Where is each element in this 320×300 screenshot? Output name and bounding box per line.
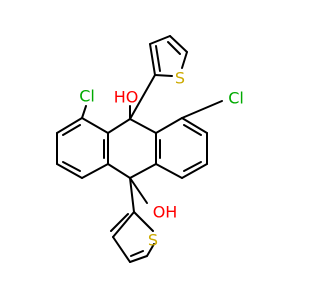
bond-c4-c4a <box>81 163 109 179</box>
chlorine-label-left: Cl <box>79 87 95 106</box>
bond-c8a-c8 <box>155 117 183 134</box>
bond-c9-c9a <box>107 118 131 134</box>
bond-c1-c2 <box>56 117 83 134</box>
bond-top-thio-3 <box>169 35 188 53</box>
bond-bot-thio-5 <box>133 211 154 232</box>
bond-c8-c7 <box>181 117 208 134</box>
bond-c9-thiophene-top <box>129 74 156 120</box>
bond-c10-o <box>129 177 148 204</box>
bond-c4a-c10 <box>107 163 131 179</box>
bond-c8-cl <box>181 100 223 119</box>
bond-bot-thio-3 <box>129 255 148 263</box>
bond-top-thio-1 <box>149 43 156 76</box>
bond-top-thio-2 <box>149 35 171 45</box>
chemical-structure-diagram: Cl Cl HO OH S S <box>56 35 244 263</box>
bond-bot-thio-1b <box>110 213 129 232</box>
bond-top-thio-1b <box>155 45 161 72</box>
bond-c10-thiophene-bottom <box>129 177 135 213</box>
bond-bot-thio-2 <box>112 236 131 263</box>
chlorine-label-right: Cl <box>228 89 244 108</box>
sulfur-label-top: S <box>175 69 185 88</box>
bond-c10a-c10 <box>129 163 157 179</box>
bond-left-inner-3 <box>62 161 81 172</box>
atom-labels: Cl Cl HO OH S S <box>79 69 244 250</box>
bond-left-inner-2 <box>62 124 81 136</box>
bond-bot-thio-3b <box>130 250 144 257</box>
bond-c6-c5 <box>181 163 208 179</box>
hydroxyl-label-bottom: OH <box>153 203 178 222</box>
bond-top-thio-4 <box>181 51 188 69</box>
bond-c3-c4 <box>56 163 83 179</box>
bond-top-thio-3b <box>167 41 181 55</box>
bond-c1-cl <box>81 105 87 119</box>
bond-c9-c8a <box>129 118 157 134</box>
bond-right-inner-2 <box>183 124 202 136</box>
sulfur-label-bottom: S <box>148 231 158 250</box>
bond-c5-c10a <box>155 163 183 179</box>
bond-bot-thio-1 <box>112 211 135 238</box>
hydroxyl-label-top: HO <box>114 88 139 107</box>
bonds <box>56 35 223 263</box>
bond-c9a-c1 <box>81 117 109 134</box>
bond-top-thio-5 <box>154 74 173 77</box>
bond-bot-thio-4 <box>146 243 155 257</box>
bond-right-inner-3 <box>183 161 202 172</box>
